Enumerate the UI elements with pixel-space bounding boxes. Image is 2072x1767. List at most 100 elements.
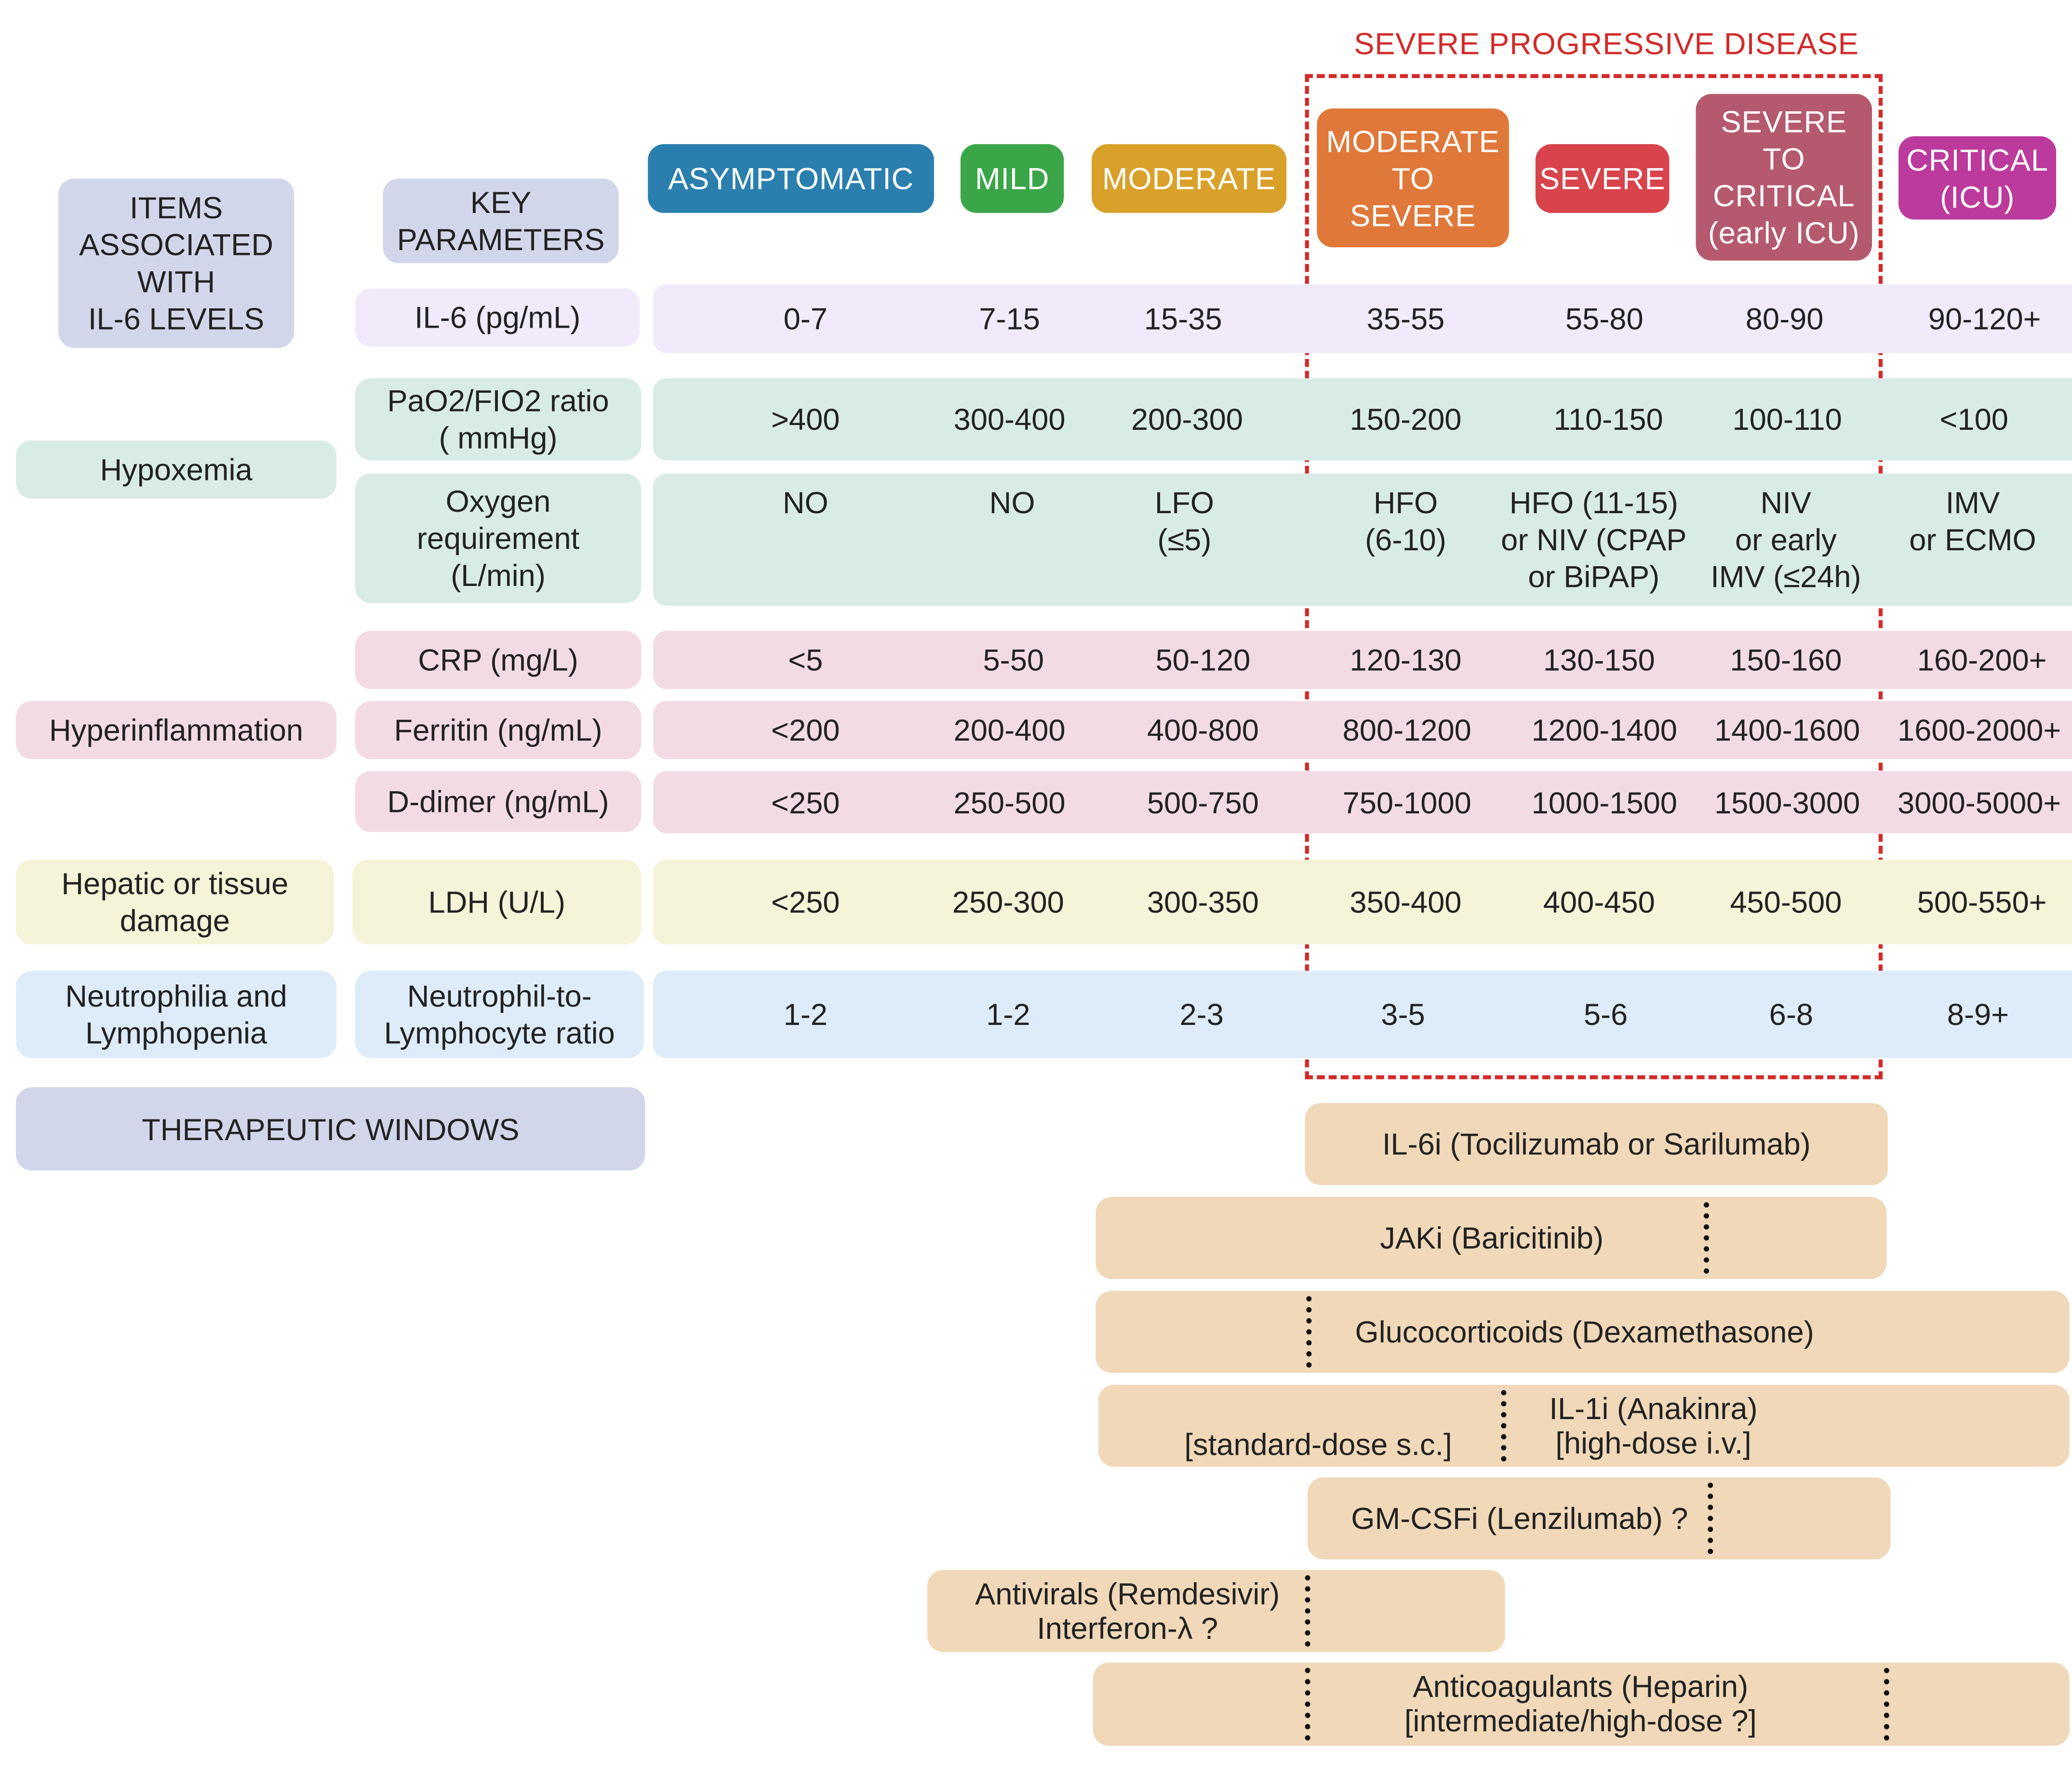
value-text: 500-750 [1147, 785, 1259, 820]
parameter-label: PaO2/FIO2 ratio [387, 383, 609, 418]
value-cell: 6-8 [1679, 971, 1904, 1058]
value-cell: 200-400 [897, 701, 1122, 759]
stage-header-1: MILD [960, 144, 1064, 213]
therapy-window-line: [intermediate/high-dose ?] [1404, 1703, 1757, 1738]
stage-header-label: ASYMPTOMATIC [668, 161, 914, 196]
value-band-1 [653, 378, 2072, 461]
value-band-2 [653, 473, 2072, 606]
value-text: >400 [771, 402, 840, 437]
items-header-line: IL-6 LEVELS [88, 301, 265, 336]
therapy-window-line: Antivirals (Remdesivir) [975, 1576, 1280, 1611]
value-text: 150-160 [1730, 642, 1842, 678]
therapy-window-bar [1098, 1384, 2070, 1467]
therapy-window-line: JAKi (Baricitinib) [1380, 1221, 1604, 1255]
parameter-label: ( mmHg) [439, 420, 558, 455]
value-cell: HFO(6-10) [1293, 484, 1518, 603]
therapy-window-divider [1703, 1202, 1709, 1274]
value-cell: 1-2 [693, 971, 918, 1058]
value-cell: 200-300 [1074, 378, 1299, 460]
value-text: 1600-2000+ [1898, 713, 2061, 747]
value-cell: 5-6 [1493, 971, 1718, 1058]
value-cell: 1600-2000+ [1867, 701, 2072, 759]
value-cell: <100 [1861, 378, 2072, 460]
therapy-window-divider [1884, 1668, 1889, 1741]
parameter-box-1: PaO2/FIO2 ratio( mmHg) [355, 378, 642, 461]
therapy-window-text: GM-CSFi (Lenzilumab) ? [1255, 1501, 1785, 1535]
value-text: 750-1000 [1342, 785, 1471, 820]
stage-header-6: CRITICAL(ICU) [1898, 136, 2057, 220]
value-text: 200-300 [1131, 402, 1243, 437]
stage-header-label: SEVERE [1539, 161, 1666, 196]
value-text: 0-7 [783, 301, 828, 336]
stage-header-2: MODERATE [1092, 144, 1287, 213]
stage-header-label: CRITICAL [1906, 142, 2048, 177]
items-header-line: WITH [137, 264, 215, 299]
value-cell: 300-400 [897, 378, 1122, 460]
value-text: NIV [1760, 485, 1812, 520]
value-text: <5 [788, 642, 823, 678]
value-band-0 [653, 284, 2072, 353]
value-text: 800-1200 [1342, 713, 1471, 747]
value-text: 400-800 [1147, 713, 1259, 747]
value-cell: 500-550+ [1870, 860, 2072, 944]
parameter-box-3: CRP (mg/L) [355, 631, 642, 690]
therapy-window-line: Glucocorticoids (Dexamethasone) [1355, 1315, 1814, 1349]
value-text: (6-10) [1365, 522, 1446, 557]
value-text: or NIV (CPAP [1501, 522, 1687, 557]
parameter-label: D-dimer (ng/mL) [387, 784, 609, 819]
category-label: Hypoxemia [100, 452, 253, 487]
value-cell: 150-160 [1673, 631, 1898, 689]
value-text: 160-200+ [1917, 642, 2047, 678]
value-band-6 [653, 860, 2072, 944]
value-text: IMV (≤24h) [1711, 559, 1861, 594]
value-text: HFO (11-15) [1509, 485, 1678, 520]
therapy-window-line: IL-1i (Anakinra) [1549, 1391, 1758, 1426]
value-cell: 120-130 [1293, 631, 1518, 689]
value-text: HFO [1373, 485, 1438, 520]
value-cell: <250 [693, 771, 918, 833]
parameter-box-5: D-dimer (ng/mL) [355, 771, 642, 832]
value-cell: 8-9+ [1865, 971, 2072, 1058]
value-cell: <250 [693, 860, 918, 944]
value-text: 100-110 [1732, 402, 1842, 437]
value-cell: 3000-5000+ [1867, 771, 2072, 833]
value-cell: LFO(≤5) [1072, 484, 1297, 603]
value-text: 1200-1400 [1531, 713, 1677, 747]
value-text: 3000-5000+ [1898, 785, 2061, 820]
value-cell: NO [899, 484, 1124, 603]
parameter-box-7: Neutrophil-to-Lymphocyte ratio [355, 970, 644, 1058]
parameter-label: CRP (mg/L) [418, 642, 578, 678]
value-text: 15-35 [1144, 301, 1222, 336]
therapy-window-line: GM-CSFi (Lenzilumab) ? [1351, 1501, 1688, 1536]
stage-header-4: SEVERE [1535, 144, 1670, 213]
therapy-window-bar [1096, 1290, 2070, 1373]
value-text: LFO [1154, 485, 1214, 520]
value-text: 300-400 [953, 402, 1066, 437]
parameter-label: Oxygen [445, 484, 551, 518]
value-cell: 2-3 [1089, 971, 1314, 1058]
therapy-window-bar [1096, 1197, 1887, 1279]
stage-header-label: SEVERE [1721, 104, 1847, 139]
value-text: 50-120 [1155, 642, 1251, 678]
category-label: Neutrophilia and [65, 979, 287, 1013]
value-text: <250 [771, 885, 840, 919]
value-cell: 100-110 [1674, 378, 1899, 460]
value-cell: 55-80 [1492, 284, 1717, 353]
therapy-window-bar [1308, 1477, 1891, 1560]
value-text: <100 [1939, 402, 2008, 437]
value-cell: 400-450 [1486, 860, 1711, 944]
value-cell: 250-500 [897, 771, 1122, 833]
stage-header-label: TO [1763, 141, 1805, 176]
parameter-label: Lymphocyte ratio [384, 1016, 615, 1050]
category-label: Lymphopenia [85, 1016, 267, 1050]
stage-header-label: TO [1391, 160, 1434, 195]
category-label: damage [120, 903, 230, 938]
value-text: or early [1735, 522, 1837, 557]
severe-progressive-disease-title: SEVERE PROGRESSIVE DISEASE [1354, 26, 1859, 61]
value-text: NO [782, 485, 829, 520]
value-text: 300-350 [1147, 885, 1259, 919]
parameter-box-4: Ferritin (ng/mL) [355, 701, 642, 759]
therapy-window-bar [1305, 1103, 1888, 1185]
therapy-window-divider [1305, 1575, 1310, 1647]
